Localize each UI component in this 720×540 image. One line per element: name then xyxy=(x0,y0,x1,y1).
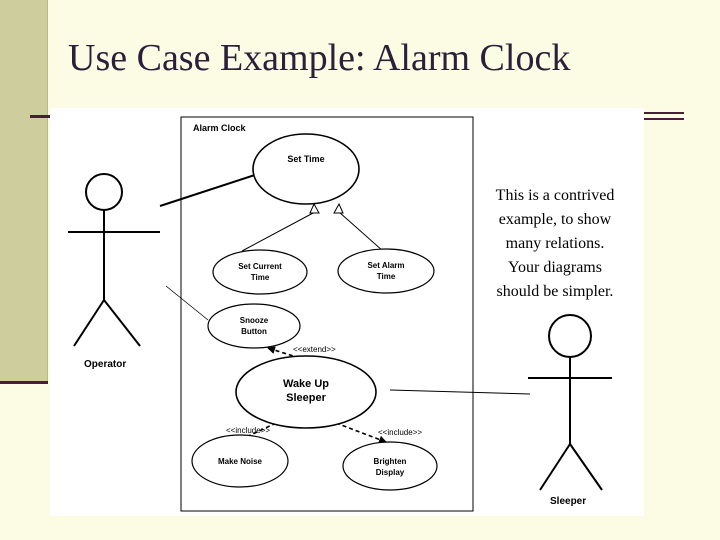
wake-up-sleeper-label-1: Wake Up xyxy=(283,378,329,390)
include-stereotype-label-right: <<include>> xyxy=(378,428,422,437)
use-case-wake-up-sleeper xyxy=(235,355,377,429)
include-arrow-brighten xyxy=(335,422,387,444)
generalization-arrowhead-right xyxy=(333,202,344,214)
wake-up-sleeper-label-2: Sleeper xyxy=(286,392,326,404)
generalization-arrowhead-left xyxy=(309,202,320,214)
sleeper-label: Sleeper xyxy=(550,496,586,507)
operator-settime-association xyxy=(159,173,259,207)
diagram-panel: Alarm Clock Operator Sleeper xyxy=(50,108,644,516)
note-line-5: should be simpler. xyxy=(496,283,614,300)
operator-label: Operator xyxy=(84,359,126,370)
set-alarm-time-label-2: Time xyxy=(377,272,396,281)
use-case-set-time xyxy=(252,133,360,205)
brighten-display-label-1: Brighten xyxy=(374,457,407,466)
note-line-4: Your diagrams xyxy=(508,259,602,276)
set-alarm-time-label-1: Set Alarm xyxy=(367,261,404,270)
make-noise-label: Make Noise xyxy=(218,457,263,466)
system-boundary xyxy=(180,116,474,512)
slide-note: This is a contrived example, to show man… xyxy=(474,184,636,304)
sleeper-actor xyxy=(528,314,612,491)
slide-left-bar-edge xyxy=(47,0,48,382)
slide-left-bar xyxy=(0,0,48,382)
title-rule-right xyxy=(638,112,684,114)
brighten-display-label-2: Display xyxy=(376,468,405,477)
use-case-set-current-time xyxy=(212,249,308,295)
extend-stereotype-label: <<extend>> xyxy=(293,345,336,354)
note-line-2: example, to show xyxy=(498,211,612,228)
snooze-button-label-1: Snooze xyxy=(240,316,269,325)
slide-title: Use Case Example: Alarm Clock xyxy=(68,37,571,79)
system-name: Alarm Clock xyxy=(193,123,247,133)
generalization-line-current xyxy=(241,211,316,252)
snooze-button-label-2: Button xyxy=(241,327,267,336)
title-rule-left xyxy=(30,115,52,118)
set-current-time-label-2: Time xyxy=(251,273,270,282)
include-stereotype-label-left: <<include>> xyxy=(226,426,270,435)
note-line-3: many relations. xyxy=(505,235,605,252)
sleeper-wakeup-association xyxy=(389,389,531,395)
operator-snooze-association xyxy=(165,285,209,321)
use-case-set-alarm-time xyxy=(337,248,435,294)
use-case-diagram: Alarm Clock Operator Sleeper xyxy=(68,116,612,512)
note-line-1: This is a contrived xyxy=(495,187,615,204)
set-current-time-label-1: Set Current xyxy=(238,262,282,271)
set-time-label: Set Time xyxy=(287,154,324,164)
use-case-snooze-button xyxy=(207,303,301,349)
generalization-line-alarm xyxy=(338,211,384,252)
operator-actor xyxy=(68,173,160,347)
slide-left-bar-accent xyxy=(0,381,48,384)
use-case-make-noise xyxy=(191,434,289,488)
use-case-brighten-display xyxy=(342,441,438,491)
